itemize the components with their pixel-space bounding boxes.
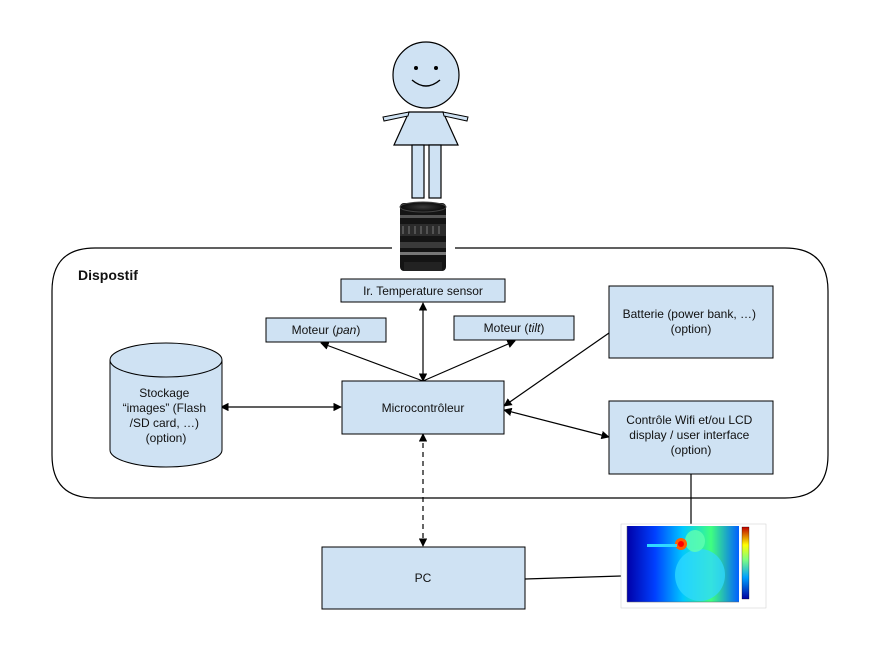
- container-label: Dispostif: [78, 267, 138, 283]
- link-pc-thermal: [524, 575, 622, 580]
- microcontroleur-box: Microcontrôleur: [341, 380, 505, 435]
- moteur-tilt-label: Moteur (tilt): [484, 321, 545, 335]
- stockage-cylinder: Stockage “images” (Flash /SD card, …) (o…: [109, 342, 223, 468]
- camera-lens-icon: [399, 201, 447, 271]
- pc-box: PC: [321, 546, 526, 610]
- ir-sensor-label: Ir. Temperature sensor: [363, 284, 483, 298]
- wifi-lcd-label: Contrôle Wifi et/ou LCD display / user i…: [626, 413, 755, 457]
- stockage-label: Stockage “images” (Flash /SD card, …) (o…: [123, 386, 210, 445]
- ir-sensor-box: Ir. Temperature sensor: [340, 278, 506, 303]
- pc-label: PC: [415, 571, 432, 585]
- link-micro-pan: [320, 341, 424, 382]
- link-batterie-micro: [503, 332, 610, 407]
- moteur-tilt-box: Moteur (tilt): [453, 315, 575, 341]
- batterie-box: Batterie (power bank, …) (option): [608, 285, 774, 359]
- connectors: [220, 302, 692, 580]
- link-micro-tilt: [422, 340, 516, 382]
- microcontroleur-label: Microcontrôleur: [382, 401, 465, 415]
- moteur-pan-label: Moteur (pan): [292, 323, 361, 337]
- moteur-pan-box: Moteur (pan): [265, 317, 387, 343]
- device-container: [51, 247, 829, 499]
- link-micro-wifi: [503, 407, 610, 440]
- batterie-label: Batterie (power bank, …) (option): [623, 307, 760, 336]
- wifi-lcd-box: Contrôle Wifi et/ou LCD display / user i…: [608, 400, 774, 475]
- thermal-image-icon: [620, 523, 767, 609]
- person-icon: [382, 41, 469, 199]
